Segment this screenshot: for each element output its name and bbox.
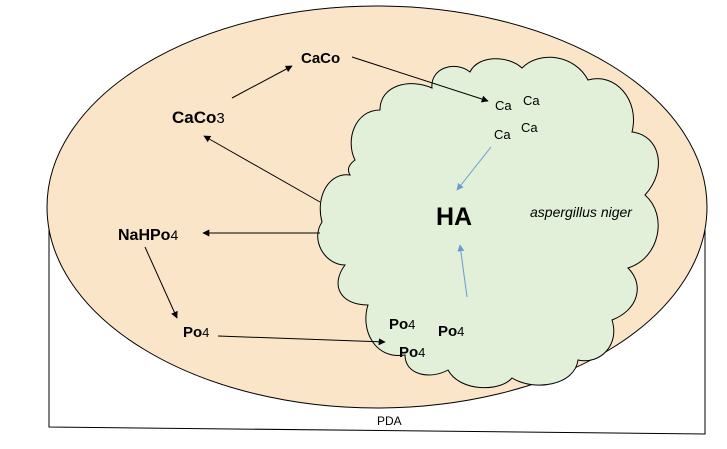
organism-label: aspergillus niger — [530, 204, 633, 220]
nahpo4-label-base: NaHPo — [118, 227, 171, 244]
caco3-label: CaCo3 — [172, 108, 225, 127]
po4-c-label-base: Po — [438, 323, 457, 340]
arrow-caco-to-ca — [351, 56, 489, 103]
arrow-nahpo4-to-po4 — [144, 246, 178, 319]
ca-label-4: Ca — [521, 120, 538, 135]
pda-label: PDA — [377, 414, 402, 428]
po4-a-label-base: Po — [389, 316, 408, 333]
ca-label-2: Ca — [523, 93, 540, 108]
arrow-cloud-to-caco3 — [203, 135, 321, 203]
pda-box — [48, 208, 706, 435]
arrow-ca-to-ha — [456, 146, 492, 191]
po4-b-label-sub: 4 — [418, 345, 425, 360]
ca-label-3: Ca — [494, 127, 511, 142]
arrow-caco3-to-caco — [231, 65, 293, 99]
po4-b-label-base: Po — [399, 344, 418, 361]
po4-left-label-sub: 4 — [202, 325, 209, 340]
caco3-label-base: CaCo — [172, 108, 216, 127]
ha-label: HA — [436, 203, 472, 231]
po4-b-label: Po4 — [399, 344, 425, 361]
po4-c-label-sub: 4 — [457, 324, 464, 339]
arrow-po4-to-ha — [457, 244, 468, 298]
po4-left-label-base: Po — [183, 324, 202, 341]
po4-a-label-sub: 4 — [408, 317, 415, 332]
po4-left-label: Po4 — [183, 324, 209, 341]
po4-a-label: Po4 — [389, 316, 415, 333]
fungus-cloud — [317, 56, 659, 389]
caco3-label-sub: 3 — [216, 110, 224, 127]
ca-label-1: Ca — [495, 98, 512, 113]
caco-label: CaCo — [301, 50, 340, 67]
po4-c-label: Po4 — [438, 323, 464, 340]
nahpo4-label-sub: 4 — [170, 227, 178, 243]
arrow-po4-to-cloud-po4 — [217, 335, 386, 346]
nahpo4-label: NaHPo4 — [118, 227, 178, 244]
